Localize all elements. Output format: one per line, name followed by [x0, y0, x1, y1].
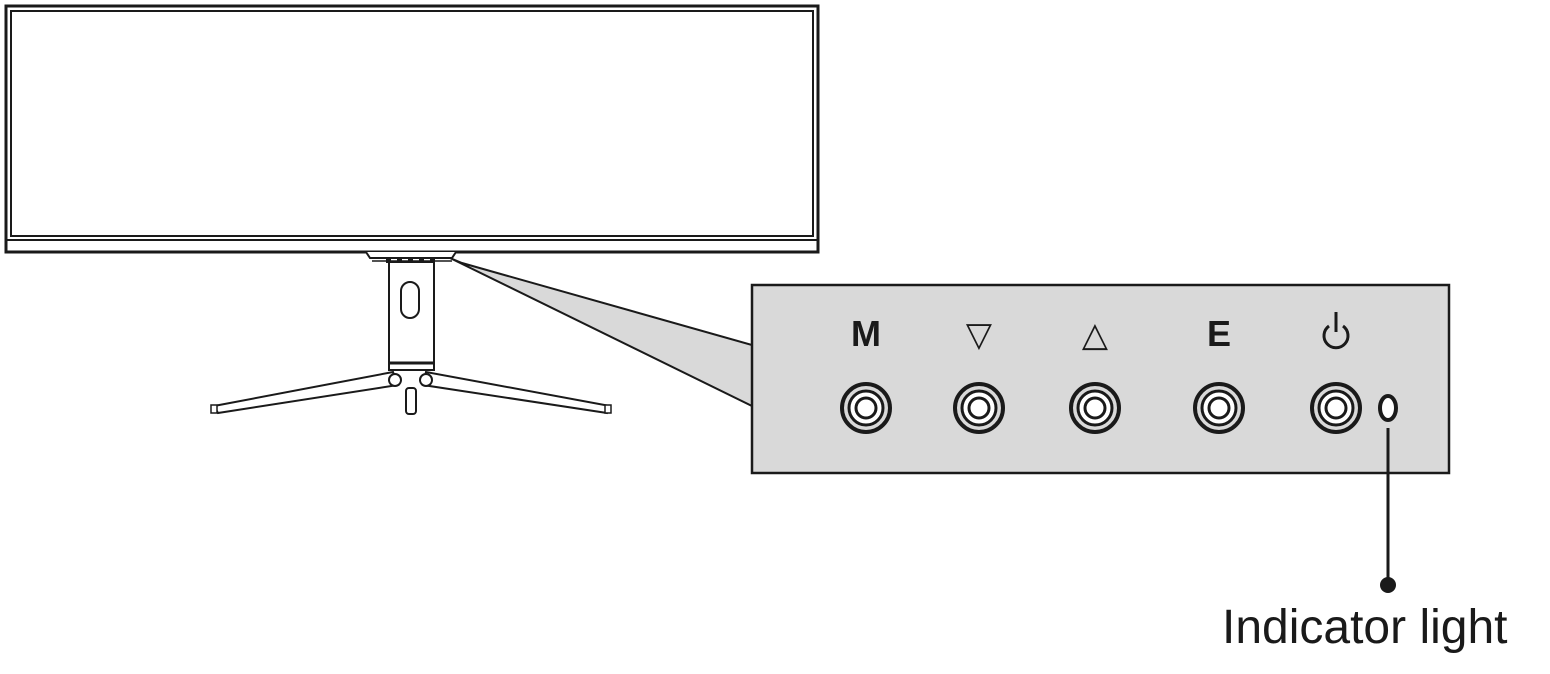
stand-leg-right: [421, 370, 612, 415]
button-ring: [967, 396, 991, 420]
monitor-screen: [10, 10, 814, 237]
button-ring: [1324, 396, 1348, 420]
exit-button[interactable]: E: [1193, 313, 1245, 434]
up-arrow-icon[interactable]: △: [1069, 315, 1121, 434]
indicator-light-label: Indicator light: [1222, 601, 1508, 654]
menu-button-label: M: [851, 313, 881, 354]
control-buttons: M ▽ △ E: [840, 312, 1362, 434]
down-arrow-icon-label: ▽: [966, 315, 993, 355]
power-icon[interactable]: [1310, 312, 1362, 434]
down-arrow-icon[interactable]: ▽: [953, 315, 1005, 434]
button-ring: [1207, 396, 1231, 420]
indicator-led-icon: [1378, 394, 1398, 422]
stand-leg-left: [212, 370, 400, 415]
indicator-leader-dot: [1380, 577, 1396, 593]
monitor-stand: [210, 261, 612, 415]
up-arrow-icon-label: △: [1082, 315, 1109, 355]
oval-cable-hole-icon: [400, 281, 420, 319]
button-ring: [1083, 396, 1107, 420]
menu-button[interactable]: M: [840, 313, 892, 434]
button-ring: [854, 396, 878, 420]
monitor: [4, 4, 820, 254]
power-symbol: [1322, 312, 1350, 350]
control-panel-zoom: [750, 283, 1451, 475]
exit-button-label: E: [1207, 313, 1231, 354]
